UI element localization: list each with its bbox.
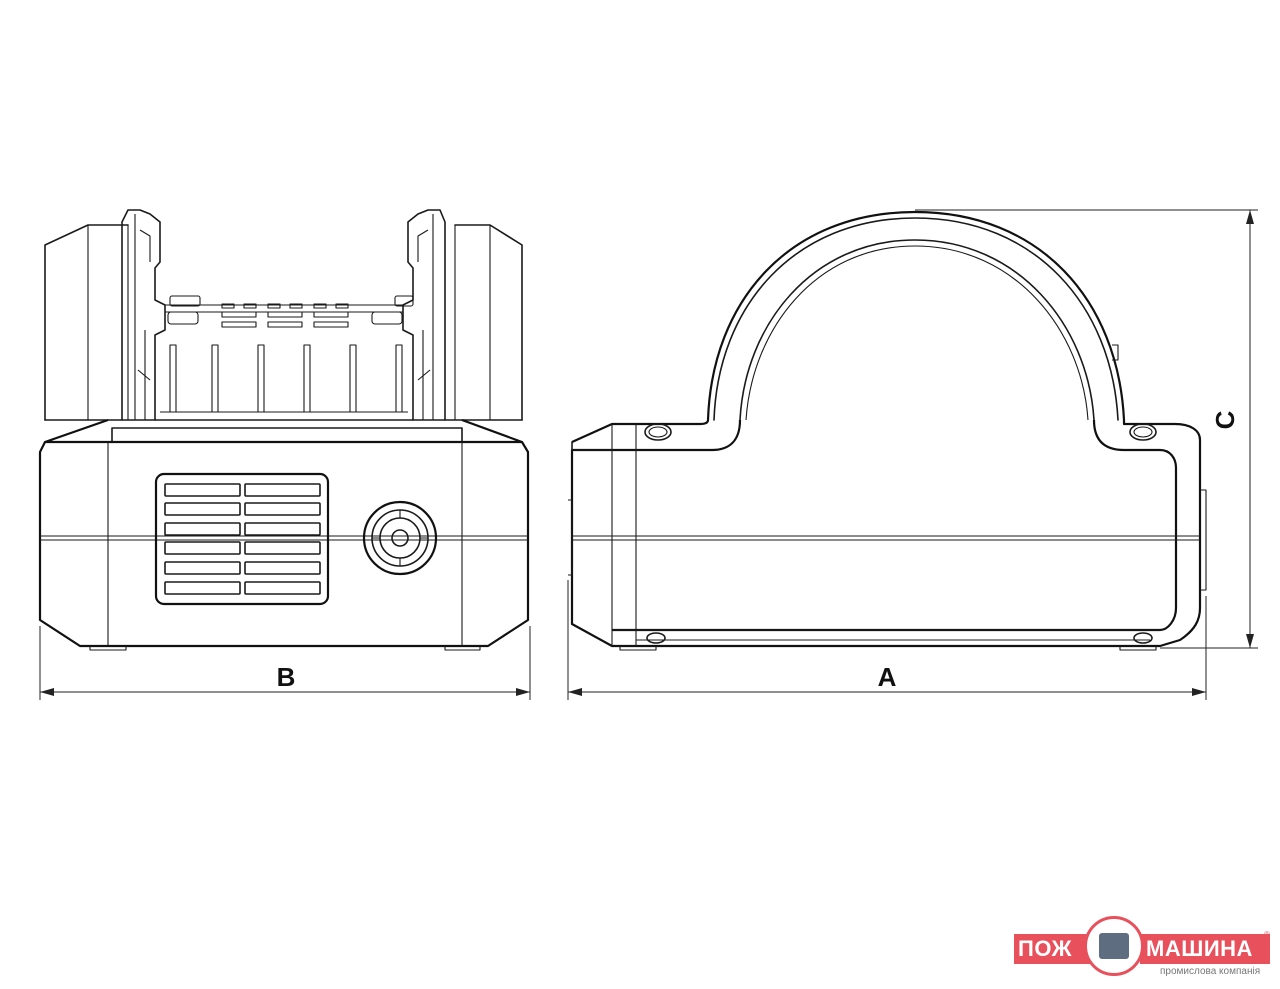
- side-rear-connector: [568, 489, 1207, 591]
- front-left-clip-detail: [134, 214, 151, 420]
- front-pocket-top: [165, 304, 403, 313]
- front-feet: [89, 646, 481, 651]
- logo-right-box: [1140, 934, 1270, 964]
- side-body-front-panel: [572, 424, 637, 646]
- front-pocket-tab-left: [169, 295, 201, 307]
- dimension-label-b: B: [277, 662, 296, 692]
- side-hole-top-left: [644, 423, 672, 441]
- company-logo: ПОЖ МАШИНА ® промислова компанія: [1014, 916, 1272, 982]
- dimension-label-c: C: [1210, 410, 1240, 429]
- dimension-c: C: [915, 209, 1258, 649]
- side-arch-outer: [706, 210, 1126, 421]
- logo-building-icon: [1099, 933, 1129, 959]
- side-body-bottom: [612, 629, 1160, 651]
- side-hole-top-right: [1129, 423, 1157, 441]
- front-contact-slots: [221, 303, 349, 328]
- front-pocket-pad-right: [371, 311, 403, 325]
- dimension-label-a: A: [878, 662, 897, 692]
- logo-left-text: ПОЖ: [1018, 936, 1073, 961]
- front-left-clip: [121, 209, 166, 421]
- front-base-outline: [38, 418, 530, 648]
- front-right-clip-detail: [417, 214, 434, 420]
- front-upper-inner-left: [87, 225, 129, 420]
- front-power-connector: [362, 500, 438, 576]
- front-pocket-tab-right: [394, 295, 414, 307]
- logo-left-box: [1014, 934, 1092, 964]
- side-arch-tab: [1112, 344, 1119, 361]
- logo-registered-mark: ®: [1264, 930, 1270, 939]
- side-body-outline: [570, 419, 1202, 648]
- logo-tagline: промислова компанія: [1160, 966, 1261, 977]
- front-base-divisions: [40, 442, 528, 646]
- side-hole-bottom-left: [646, 632, 666, 644]
- side-arch-inner: [739, 239, 1095, 421]
- logo-emblem-icon: [1084, 916, 1144, 976]
- side-body-seam: [572, 535, 1200, 541]
- dimension-a: A: [567, 580, 1207, 700]
- side-arch-inner-2: [745, 245, 1089, 421]
- front-upper-body-outline: [44, 224, 523, 421]
- front-contact-ribs: [160, 344, 408, 413]
- front-view: [38, 209, 530, 651]
- side-arch-outer-2: [713, 217, 1119, 421]
- front-pocket-pad-left: [167, 311, 199, 325]
- front-upper-inner-right: [454, 225, 491, 420]
- front-right-clip: [402, 209, 446, 421]
- front-vent-slots: [164, 483, 321, 595]
- front-ledge: [44, 419, 523, 443]
- logo-right-text: МАШИНА: [1146, 936, 1253, 961]
- front-vent-grille-frame: [154, 472, 330, 606]
- side-hole-bottom-right: [1133, 632, 1153, 644]
- side-view: [568, 210, 1207, 651]
- dimension-b: B: [39, 626, 531, 700]
